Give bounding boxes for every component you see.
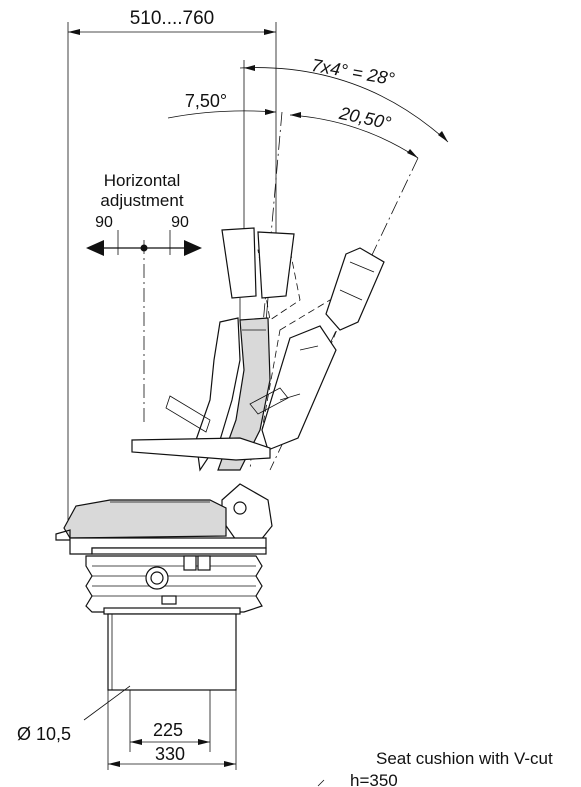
top-width-label: 510....760 [130, 8, 215, 29]
seat-assembly [55, 111, 419, 691]
seat-cushion-note-line2: h=350 [350, 771, 398, 787]
horizontal-adjustment-arrow [86, 230, 202, 425]
bottom-dimensions [83, 685, 237, 770]
base-inner-label: 225 [153, 720, 183, 740]
note-leader [317, 779, 325, 787]
horizontal-label-line2: adjustment [100, 191, 183, 210]
angle-forward-label: 7,50° [185, 91, 227, 111]
backrest-angle-arcs [167, 60, 449, 250]
top-width-dimension [67, 22, 277, 520]
horizontal-label-line1: Horizontal [104, 171, 181, 190]
horizontal-right-value: 90 [171, 214, 189, 231]
seat-cushion-note-line1: Seat cushion with V-cut [376, 749, 553, 768]
base-outer-label: 330 [155, 744, 185, 764]
angle-back-label: 20,50° [337, 103, 393, 134]
horizontal-left-value: 90 [95, 214, 113, 231]
diameter-label: Ø 10,5 [17, 724, 71, 744]
